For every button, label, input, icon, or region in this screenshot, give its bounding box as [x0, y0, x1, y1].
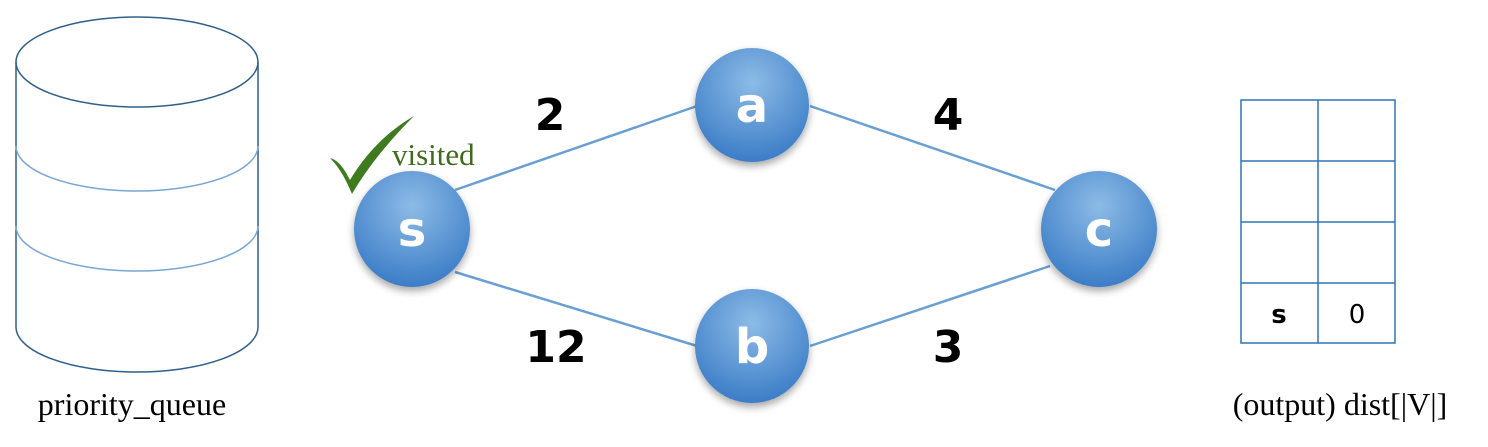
node-s-label: s: [398, 202, 427, 258]
cylinder-body: [15, 62, 259, 373]
edge-s-b: [454, 270, 698, 348]
edge-b-c: [809, 264, 1051, 348]
node-c[interactable]: [1041, 171, 1157, 287]
node-b-label: b: [735, 319, 769, 375]
node-a-label: a: [736, 78, 768, 134]
edge-weight-s-a: 2: [535, 90, 566, 141]
node-s[interactable]: [354, 171, 470, 287]
cylinder-divider-2: [15, 225, 259, 272]
node-b[interactable]: [695, 289, 809, 403]
graph-edges: [454, 104, 1056, 348]
dist-row-4-node: s: [1271, 300, 1286, 330]
node-c-label: c: [1085, 202, 1113, 258]
priority-queue-cylinder: [15, 16, 259, 373]
node-a[interactable]: [695, 48, 809, 162]
edge-s-a: [454, 104, 698, 192]
cylinder-top: [15, 16, 259, 108]
visited-check-icon: [330, 116, 414, 194]
edge-weight-s-b: 12: [525, 322, 586, 373]
cylinder-divider-1: [15, 145, 259, 192]
dist-table-label: (output) dist[|V|]: [1233, 386, 1448, 422]
dist-row-4-value: 0: [1349, 300, 1366, 330]
dist-table: [1240, 99, 1396, 344]
edge-a-c: [809, 104, 1056, 192]
priority-queue-label: priority_queue: [38, 386, 226, 422]
visited-label: visited: [392, 137, 475, 172]
edge-weight-a-c: 4: [933, 90, 964, 141]
edge-weight-b-c: 3: [933, 322, 964, 373]
